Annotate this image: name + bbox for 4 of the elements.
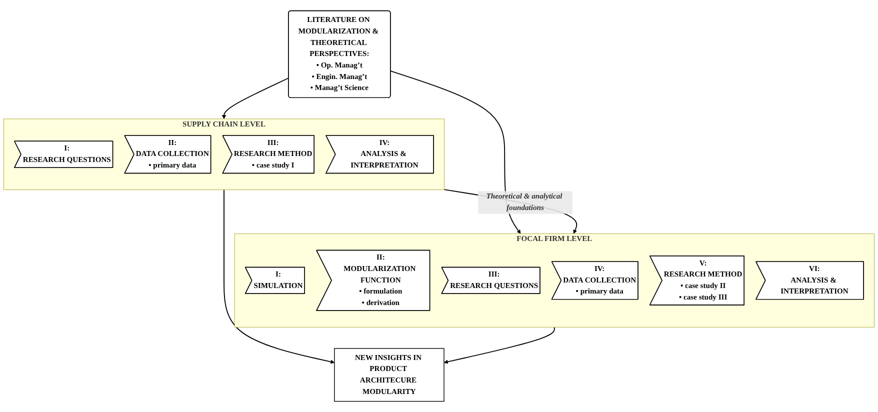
arrow [224, 189, 335, 364]
arrow [222, 78, 289, 120]
arrow [390, 70, 521, 234]
arrow [444, 326, 555, 364]
